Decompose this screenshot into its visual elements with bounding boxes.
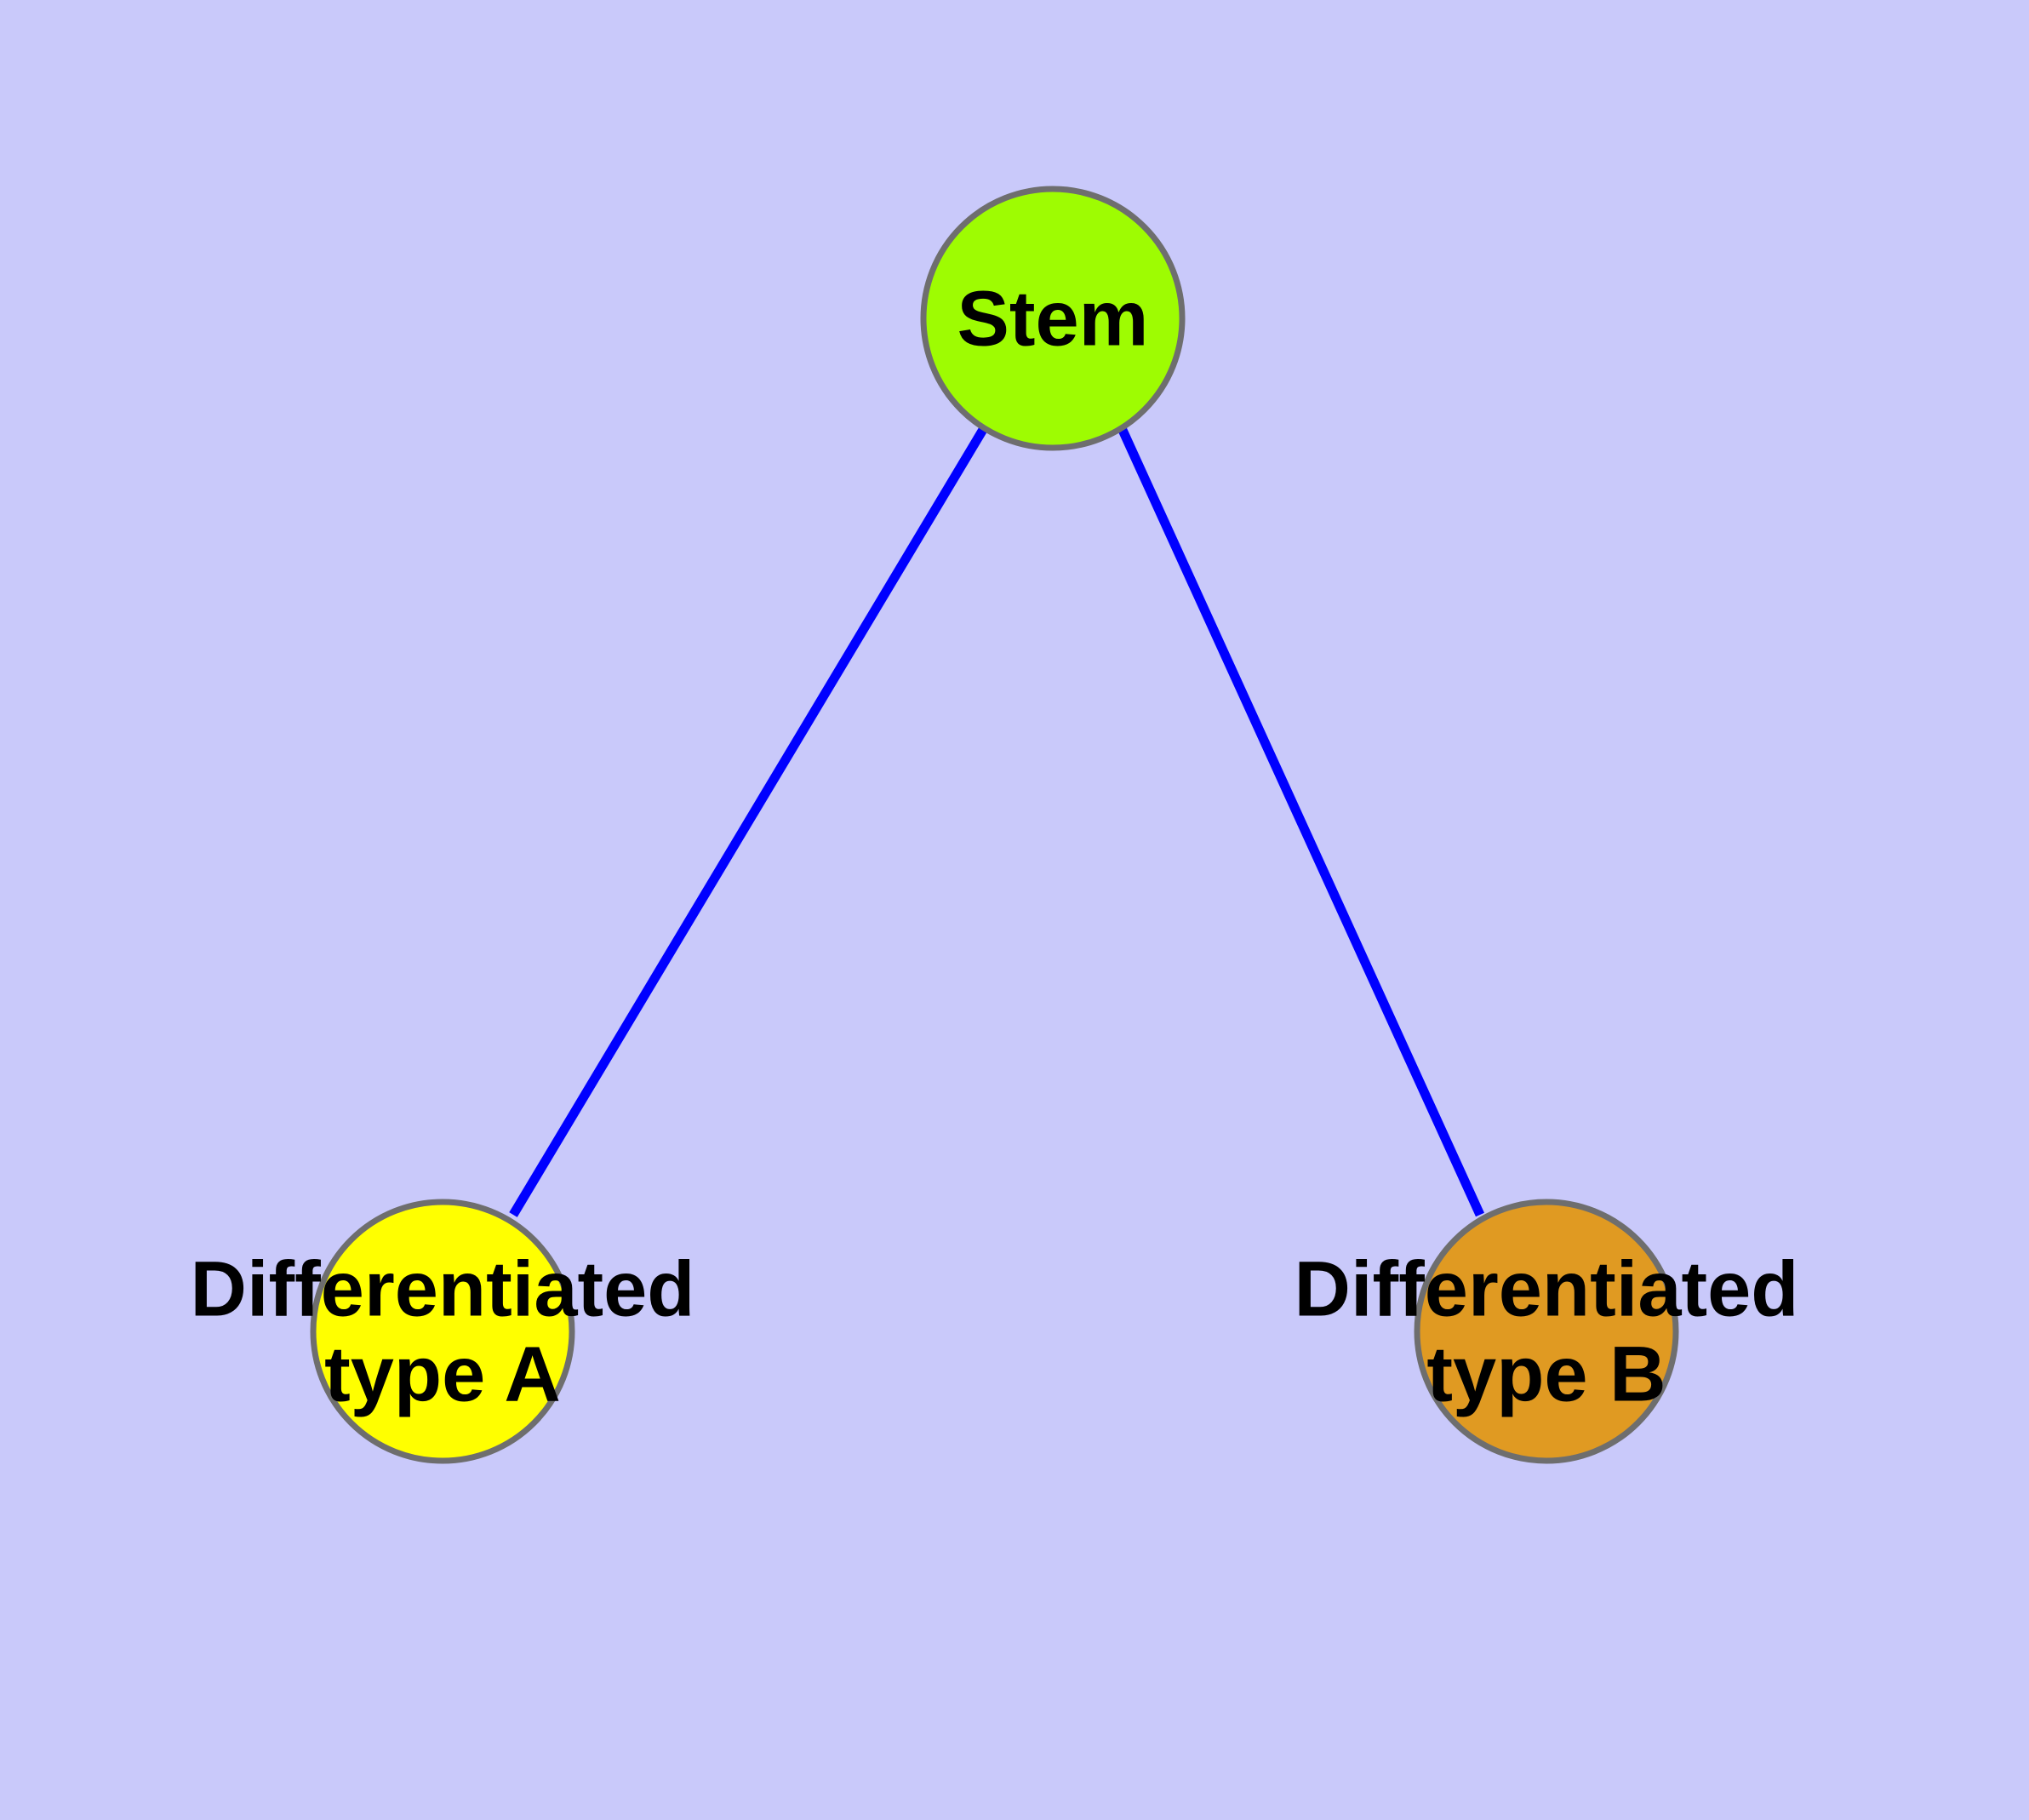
edge-stem-to-differentiated-type-a[interactable] <box>509 426 988 1217</box>
node-label-line: Stem <box>957 275 1149 362</box>
node-label-line: Differentiated <box>191 1245 695 1332</box>
edge-stem-to-differentiated-type-b[interactable] <box>1117 426 1485 1217</box>
node-label-line: Differentiated <box>1295 1245 1799 1332</box>
node-differentiated-type-b-circle[interactable] <box>1414 1199 1679 1464</box>
node-layer <box>310 186 1679 1464</box>
node-label-line: type A <box>324 1331 561 1417</box>
node-label-line: type B <box>1426 1331 1666 1417</box>
node-stem-label: Stem <box>957 275 1149 362</box>
node-stem-circle[interactable] <box>920 186 1186 451</box>
node-differentiated-type-a-circle[interactable] <box>310 1199 575 1464</box>
edge-layer <box>509 426 1485 1217</box>
